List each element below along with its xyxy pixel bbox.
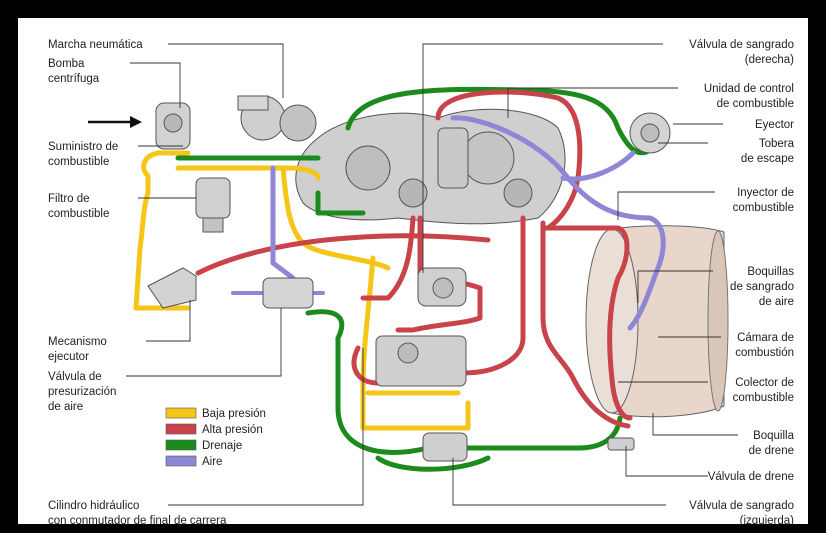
label-sangrado-izq-2: (izquierda) bbox=[740, 515, 794, 524]
legend-item-aire: Aire bbox=[166, 456, 222, 468]
fuel-filter bbox=[196, 178, 230, 232]
legend-label-aire: Aire bbox=[202, 456, 222, 468]
ejector-body bbox=[630, 113, 670, 153]
legend-label-drenaje: Drenaje bbox=[202, 440, 242, 452]
label-filtro-2: combustible bbox=[48, 208, 109, 220]
label-sangrado-izq-1: Válvula de sangrado bbox=[689, 500, 794, 512]
label-bomba-1: Bomba bbox=[48, 58, 85, 70]
legend-label-alta: Alta presión bbox=[202, 424, 263, 436]
label-boquillas-1: Boquillas bbox=[747, 266, 794, 278]
supply-arrow bbox=[88, 116, 142, 128]
label-suministro-1: Suministro de bbox=[48, 141, 118, 153]
label-boquillas-2: de sangrado bbox=[730, 281, 794, 293]
label-valvula-pres-2: presurización bbox=[48, 386, 116, 398]
label-camara-2: combustión bbox=[735, 347, 794, 359]
label-boquilla-drene-1: Boquilla bbox=[753, 430, 795, 442]
bleed-valve-left-body bbox=[423, 433, 467, 461]
label-camara-1: Cámara de bbox=[737, 332, 794, 344]
label-unidad-2: de combustible bbox=[717, 98, 794, 110]
label-valvula-pres-1: Válvula de bbox=[48, 371, 102, 383]
label-sangrado-der-1: Válvula de sangrado bbox=[689, 39, 794, 51]
label-boquilla-drene-2: de drene bbox=[749, 445, 794, 457]
drain-valve-body bbox=[608, 438, 634, 450]
label-valvula-pres-3: de aire bbox=[48, 401, 83, 413]
label-bomba-2: centrífuga bbox=[48, 73, 100, 85]
label-suministro-2: combustible bbox=[48, 156, 109, 168]
label-tobera-1: Tobera bbox=[759, 138, 795, 150]
engine-body bbox=[296, 109, 565, 223]
legend-swatch-aire bbox=[166, 456, 196, 466]
bleed-valve-right-body bbox=[418, 268, 466, 306]
combustion-chamber bbox=[586, 226, 728, 417]
label-cilindro-2: con conmutador de final de carrera bbox=[48, 515, 227, 524]
label-colector-1: Colector de bbox=[735, 377, 794, 389]
diagram-panel: Marcha neumática Bomba centrífuga Sumini… bbox=[18, 18, 808, 524]
label-cilindro-1: Cilindro hidráulico bbox=[48, 500, 139, 512]
legend-swatch-baja bbox=[166, 408, 196, 418]
legend-swatch-drenaje bbox=[166, 440, 196, 450]
legend-item-drenaje: Drenaje bbox=[166, 440, 242, 452]
pneumatic-starter bbox=[238, 96, 316, 141]
label-mecanismo-2: ejecutor bbox=[48, 351, 89, 363]
legend-swatch-alta bbox=[166, 424, 196, 434]
label-inyector-1: Inyector de bbox=[737, 187, 794, 199]
label-valvula-drene: Válvula de drene bbox=[708, 471, 794, 483]
label-eyector: Eyector bbox=[755, 119, 794, 131]
actuator-mechanism bbox=[148, 268, 196, 308]
label-marcha: Marcha neumática bbox=[48, 39, 143, 51]
label-unidad-1: Unidad de control bbox=[704, 83, 794, 95]
label-colector-2: combustible bbox=[733, 392, 794, 404]
label-filtro-1: Filtro de bbox=[48, 193, 90, 205]
hydraulic-cylinder bbox=[376, 336, 466, 386]
legend-item-baja: Baja presión bbox=[166, 408, 266, 420]
legend: Baja presión Alta presión Drenaje Aire bbox=[166, 408, 266, 468]
centrifugal-pump bbox=[156, 103, 190, 149]
legend-item-alta: Alta presión bbox=[166, 424, 263, 436]
fuel-system-diagram: Marcha neumática Bomba centrífuga Sumini… bbox=[18, 18, 808, 524]
legend-label-baja: Baja presión bbox=[202, 408, 266, 420]
label-boquillas-3: de aire bbox=[759, 296, 794, 308]
air-pressurization-valve bbox=[263, 278, 313, 308]
label-mecanismo-1: Mecanismo bbox=[48, 336, 107, 348]
label-sangrado-der-2: (derecha) bbox=[745, 54, 794, 66]
label-tobera-2: de escape bbox=[741, 153, 794, 165]
label-inyector-2: combustible bbox=[733, 202, 794, 214]
